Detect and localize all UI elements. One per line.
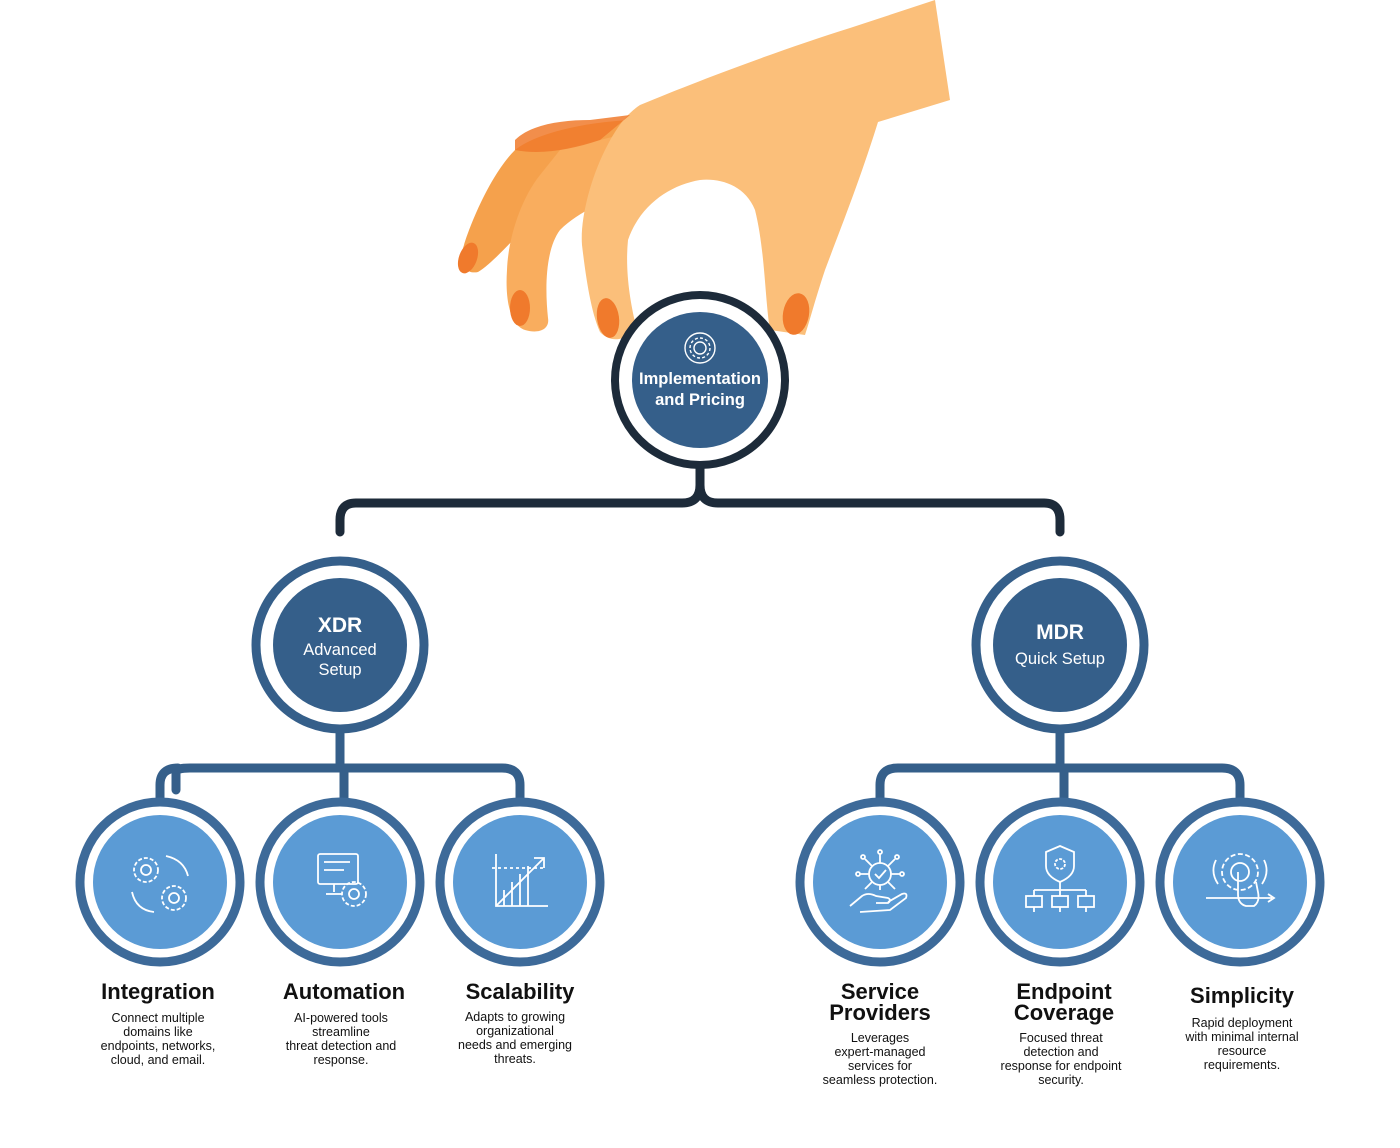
leaf-title-service-providers: Service Providers — [800, 979, 960, 1025]
xdr-to-leaves-connector — [155, 720, 525, 815]
leaf-title-endpoint-coverage: Endpoint Coverage — [984, 979, 1144, 1025]
root-title-line2: and Pricing — [655, 391, 745, 409]
gears-icon — [131, 855, 189, 913]
leaf-desc-integration: Connect multiple domains like endpoints,… — [100, 1011, 216, 1067]
leaf-fill — [1173, 815, 1307, 949]
leaf-title-endpoint-coverage-line1: Endpoint — [1016, 979, 1112, 1004]
leaf-title-automation: Automation — [282, 979, 406, 1004]
leaf-node-integration — [75, 797, 245, 967]
root-node — [611, 291, 789, 469]
monitor-gear-icon — [317, 853, 367, 907]
xdr-title: XDR — [317, 614, 363, 637]
leaf-fill — [813, 815, 947, 949]
leaf-node-simplicity — [1155, 797, 1325, 967]
leaf-desc-simplicity: Rapid deployment with minimal internal r… — [1185, 1016, 1299, 1072]
leaf-title-service-providers-line1: Service — [840, 979, 920, 1004]
growth-chart-icon — [492, 854, 548, 907]
leaf-node-service-providers — [795, 797, 965, 967]
leaf-title-integration: Integration — [101, 979, 215, 1004]
hand-illustration — [457, 0, 950, 340]
mdr-title: MDR — [1036, 621, 1084, 644]
xdr-subtitle-line2: Setup — [318, 661, 362, 679]
leaf-title-endpoint-coverage-line2: Coverage — [1013, 1000, 1115, 1025]
leaf-fill — [273, 815, 407, 949]
leaf-desc-scalability: Adapts to growing organizational needs a… — [458, 1010, 572, 1066]
shield-network-icon — [1025, 845, 1095, 912]
leaf-fill — [93, 815, 227, 949]
leaf-node-automation — [255, 797, 425, 967]
mdr-subtitle: Quick Setup — [1015, 650, 1105, 668]
leaf-nodes — [75, 797, 1325, 967]
mdr-to-leaves-connector — [875, 720, 1245, 805]
leaf-desc-service-providers: Leverages expert-managed services for se… — [822, 1031, 938, 1087]
leaf-desc-endpoint-coverage: Focused threat detection and response fo… — [1000, 1031, 1122, 1087]
mdr-label: MDR Quick Setup — [990, 621, 1130, 669]
mdr-node — [971, 556, 1149, 734]
touch-gear-icon — [1206, 853, 1276, 907]
leaf-title-scalability: Scalability — [465, 979, 575, 1004]
root-title-line1: Implementation — [639, 370, 761, 388]
leaf-desc-automation: AI-powered tools streamline threat detec… — [285, 1011, 397, 1067]
leaf-title-service-providers-line2: Providers — [829, 1000, 931, 1025]
xdr-node — [251, 556, 429, 734]
leaf-title-simplicity: Simplicity — [1190, 983, 1294, 1008]
xdr-subtitle-line1: Advanced — [303, 641, 377, 659]
hand-network-icon — [849, 849, 908, 913]
root-title: Implementation and Pricing — [620, 369, 780, 411]
xdr-label: XDR Advanced Setup — [270, 614, 410, 680]
root-to-children-connector — [335, 457, 1065, 537]
gear-cycle-icon — [684, 332, 716, 364]
